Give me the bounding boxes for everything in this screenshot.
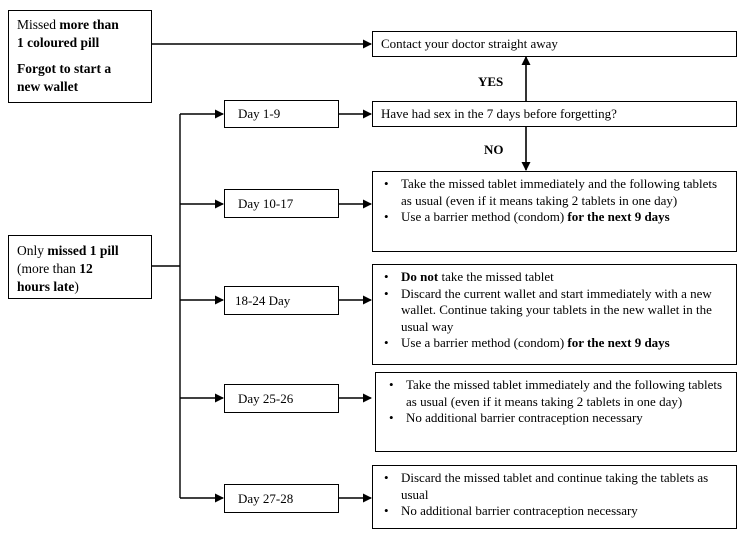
day-box-18-24: 18-24 Day (224, 286, 339, 315)
missed-more-text: Missed more than 1 coloured pill (17, 17, 119, 50)
instructions-day10-17: Take the missed tablet immediately and t… (372, 171, 737, 252)
list-item: Discard the current wallet and start imm… (384, 286, 728, 336)
day-box-10-17: Day 10-17 (224, 189, 339, 218)
list-item: Take the missed tablet immediately and t… (384, 176, 728, 209)
list-item: No additional barrier contraception nece… (384, 503, 728, 520)
list-item: Take the missed tablet immediately and t… (389, 377, 728, 410)
forgot-wallet-text: Forgot to start a new wallet (17, 61, 112, 94)
question-box: Have had sex in the 7 days before forget… (372, 101, 737, 127)
instructions-day25-26: Take the missed tablet immediately and t… (375, 372, 737, 452)
list-item: Do not take the missed tablet (384, 269, 728, 286)
missed-more-box: Missed more than 1 coloured pill Forgot … (8, 10, 152, 103)
no-label: NO (484, 142, 504, 157)
yes-label: YES (478, 74, 504, 89)
day-box-1-9: Day 1-9 (224, 100, 339, 128)
instructions-day27-28: Discard the missed tablet and continue t… (372, 465, 737, 529)
list-item: Use a barrier method (condom) for the ne… (384, 209, 728, 226)
instructions-day18-24: Do not take the missed tablet Discard th… (372, 264, 737, 365)
list-item: Discard the missed tablet and continue t… (384, 470, 728, 503)
day-box-27-28: Day 27-28 (224, 484, 339, 513)
day-box-25-26: Day 25-26 (224, 384, 339, 413)
list-item: Use a barrier method (condom) for the ne… (384, 335, 728, 352)
only-missed-box: Only missed 1 pill (more than 12 hours l… (8, 235, 152, 299)
contact-doctor-box: Contact your doctor straight away (372, 31, 737, 57)
list-item: No additional barrier contraception nece… (389, 410, 728, 427)
